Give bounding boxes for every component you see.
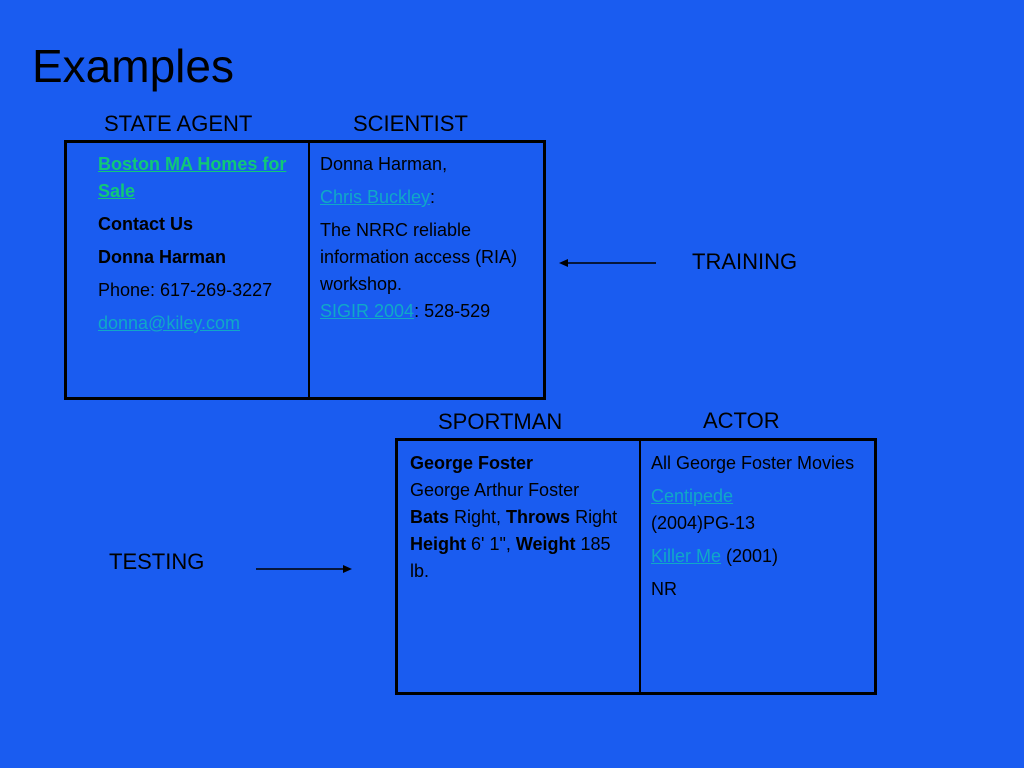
player-name: George Foster [410, 453, 534, 473]
state-agent-cell: Boston MA Homes for Sale Contact Us Donn… [67, 143, 308, 397]
weight-value: 185 lb. [410, 534, 611, 581]
bats-value: Right, [449, 507, 507, 527]
centipede-info: (2004)PG-13 [651, 513, 756, 533]
scientist-label: SCIENTIST [353, 111, 468, 136]
throws-label: Throws [506, 507, 571, 527]
scientist-cell: Donna Harman, Chris Buckley: The NRRC re… [308, 143, 543, 397]
centipede-link[interactable]: Centipede [651, 486, 734, 506]
testing-table: George Foster George Arthur Foster Bats … [395, 438, 877, 695]
actor-label: ACTOR [703, 408, 780, 433]
paper-pages: : 528-529 [414, 301, 491, 321]
venue-link[interactable]: SIGIR 2004 [320, 301, 415, 321]
height-label: Height [410, 534, 466, 554]
killer-me-rating: NR [651, 579, 677, 599]
scientist-name: Donna Harman, [320, 154, 448, 174]
killer-me-info: (2001) [721, 546, 779, 566]
height-value: 6' 1", [466, 534, 516, 554]
testing-arrow-icon [256, 565, 352, 573]
actor-cell: All George Foster Movies Centipede (2004… [639, 441, 874, 692]
training-label: TRAINING [692, 249, 798, 274]
testing-label: TESTING [109, 549, 205, 574]
coauthor-suffix: : [430, 187, 436, 207]
player-full-name: George Arthur Foster [410, 480, 580, 500]
sportman-cell: George Foster George Arthur Foster Bats … [398, 441, 639, 692]
sportman-label: SPORTMAN [438, 409, 563, 434]
training-arrow-icon [559, 259, 656, 267]
agent-phone: Phone: 617-269-3227 [98, 280, 273, 300]
agent-email-link[interactable]: donna@kiley.com [98, 313, 241, 333]
weight-label: Weight [515, 534, 576, 554]
state-agent-label: STATE AGENT [104, 111, 253, 136]
killer-me-link[interactable]: Killer Me [651, 546, 722, 566]
movies-heading: All George Foster Movies [651, 453, 855, 473]
agent-name: Donna Harman [98, 247, 227, 267]
paper-title: The NRRC reliable information access (RI… [320, 220, 518, 294]
coauthor-link[interactable]: Chris Buckley [320, 187, 431, 207]
homes-for-sale-link[interactable]: Boston MA Homes for Sale [98, 154, 287, 201]
slide-title: Examples [32, 40, 234, 92]
throws-value: Right [570, 507, 618, 527]
contact-us-text: Contact Us [98, 214, 194, 234]
bats-label: Bats [410, 507, 450, 527]
training-table: Boston MA Homes for Sale Contact Us Donn… [64, 140, 546, 400]
